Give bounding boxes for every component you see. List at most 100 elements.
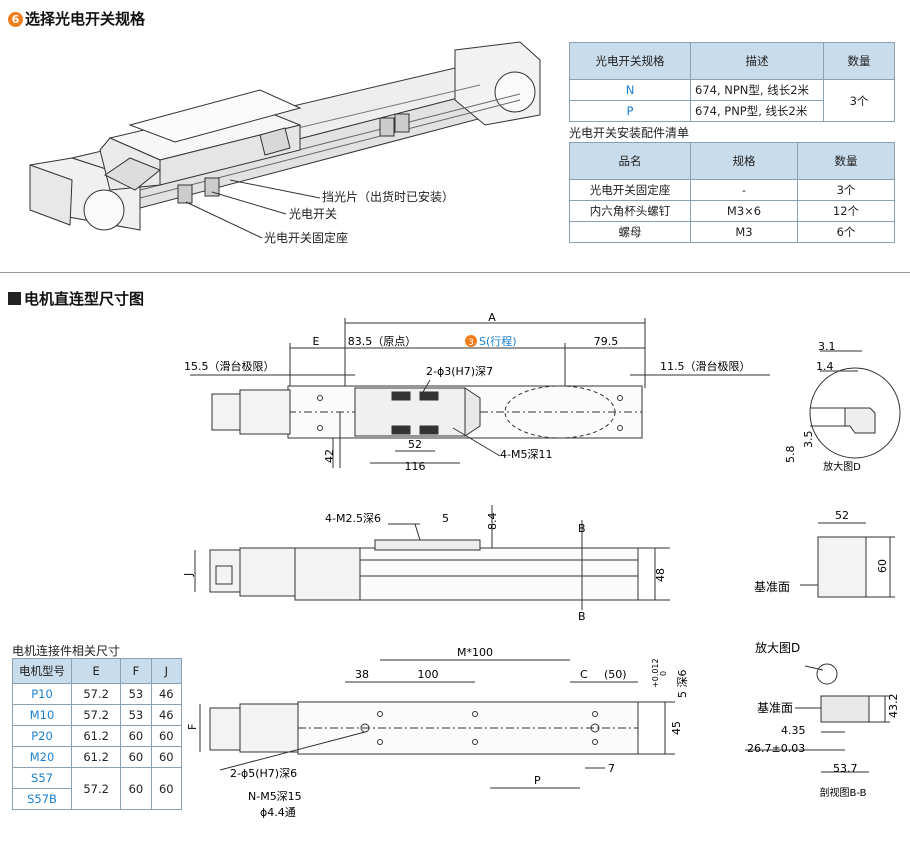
dim-P: P	[534, 774, 541, 787]
spec-p: P	[569, 100, 691, 122]
acc-name-0: 光电开关固定座	[569, 179, 691, 201]
th-spec: 光电开关规格	[569, 42, 691, 80]
dim-50: (50)	[604, 668, 627, 681]
bb-26-7: 26.7±0.03	[747, 742, 805, 755]
acc-name-2: 螺母	[569, 221, 691, 243]
callout-switch: 光电开关	[289, 207, 337, 221]
dim-A: A	[488, 311, 496, 324]
bb-ref: 基准面	[757, 701, 793, 715]
acc-qty-1: 12个	[797, 200, 895, 222]
section-bb-drawing: 放大图D 基准面 4.35 26.7±0.03 53.7 43.2 剖视图B-B	[745, 640, 900, 799]
th-E: E	[70, 658, 122, 684]
dim-M100: M*100	[457, 646, 493, 659]
section2-title: 电机直连型尺寸图	[8, 288, 144, 309]
f-2: 60	[120, 725, 152, 747]
th-name: 品名	[569, 142, 691, 180]
bb-4-35: 4.35	[781, 724, 806, 737]
side-B-top: B	[578, 522, 586, 535]
j-1: 46	[150, 704, 183, 726]
j-0: 46	[150, 683, 183, 705]
th-F: F	[120, 658, 152, 684]
f-0: 53	[120, 683, 152, 705]
th-desc: 描述	[690, 42, 824, 80]
f-1: 53	[120, 704, 152, 726]
square-bullet-icon	[8, 292, 21, 305]
dim-7: 7	[608, 762, 615, 775]
end-view-drawing: 52 60 基准面	[754, 509, 895, 598]
th-J: J	[150, 658, 183, 684]
e-3: 61.2	[70, 746, 122, 768]
j-3: 60	[150, 746, 183, 768]
acc-spec-1: M3×6	[690, 200, 798, 222]
th-qty2: 数量	[797, 142, 895, 180]
dim-116: 116	[405, 460, 426, 473]
acc-spec-0: -	[690, 179, 798, 201]
e-1: 57.2	[70, 704, 122, 726]
detail-d-label: 放大图D	[823, 460, 861, 473]
desc-n: 674, NPN型, 线长2米	[690, 79, 824, 101]
bb-label: 剖视图B-B	[820, 786, 867, 799]
dim-C: C	[580, 668, 588, 681]
motor-table: 电机型号 E F J P10 57.2 53 46 M10 57.2 53 46…	[12, 658, 183, 810]
dim-83-5: 83.5（原点）	[348, 335, 417, 348]
model-s57: S57	[12, 767, 72, 789]
th-model: 电机型号	[12, 658, 72, 684]
step-badge: 6	[8, 12, 23, 27]
end-60: 60	[876, 559, 889, 573]
acc-qty-0: 3个	[797, 179, 895, 201]
dim-11-5: 11.5（滑台极限）	[660, 359, 751, 373]
dim-100: 100	[418, 668, 439, 681]
d-5-8: 5.8	[784, 446, 797, 464]
model-s57b: S57B	[12, 788, 72, 810]
bb-53-7: 53.7	[833, 762, 858, 775]
dim-42: 42	[323, 449, 336, 463]
accessory-table: 品名 规格 数量 光电开关固定座 - 3个 内六角杯头螺钉 M3×6 12个 螺…	[569, 142, 895, 243]
section2-title-text: 电机直连型尺寸图	[24, 290, 145, 308]
dim-15-5: 15.5（滑台极限）	[184, 359, 275, 373]
bb-zoom: 放大图D	[755, 640, 800, 655]
bottom-view-drawing: M*100 38 100 C (50) +0.012 0 5 深6 F 45 2…	[186, 646, 689, 819]
e-s57: 57.2	[70, 767, 122, 810]
model-1: M10	[12, 704, 72, 726]
model-3: M20	[12, 746, 72, 768]
acc-name-1: 内六角杯头螺钉	[569, 200, 691, 222]
e-0: 57.2	[70, 683, 122, 705]
callout-shield: 挡光片（出货时已安装）	[322, 189, 454, 204]
dim-hole: 2-ϕ3(H7)深7	[426, 365, 493, 378]
qty-cell: 3个	[823, 79, 895, 122]
desc-p: 674, PNP型, 线长2米	[690, 100, 824, 122]
top-view-drawing: A E 83.5（原点） 3 S(行程) 79.5 15.5（滑台极限） 11.…	[184, 311, 770, 473]
accessory-caption: 光电开关安装配件清单	[569, 126, 690, 140]
section1-title-text: 选择光电开关规格	[25, 10, 146, 28]
dim-E: E	[313, 335, 320, 348]
side-view-drawing: 4-M2.5深6 5 8.4 B B J 48	[182, 505, 670, 623]
dim-38: 38	[355, 668, 369, 681]
side-48: 48	[654, 568, 667, 582]
dim-tol: +0.012	[651, 658, 660, 688]
motor-caption: 电机连接件相关尺寸	[12, 644, 121, 658]
dim-F: F	[186, 724, 199, 730]
d-3-5: 3.5	[802, 431, 815, 449]
model-0: P10	[12, 683, 72, 705]
side-5: 5	[442, 512, 449, 525]
th-spec2: 规格	[690, 142, 798, 180]
dim-stroke: S(行程)	[479, 335, 517, 348]
switch-spec-table: 光电开关规格 描述 数量 N 674, NPN型, 线长2米 3个 P 674,…	[569, 42, 895, 122]
d-1-4: 1.4	[816, 360, 834, 373]
dim-79-5: 79.5	[594, 335, 619, 348]
section-divider	[0, 272, 910, 273]
end-ref: 基准面	[754, 580, 790, 594]
stroke-badge: 3	[468, 338, 474, 348]
acc-spec-2: M3	[690, 221, 798, 243]
dim-52: 52	[408, 438, 422, 451]
end-52: 52	[835, 509, 849, 522]
dim-tol0: 0	[659, 671, 668, 676]
dim-m5: 4-M5深11	[500, 448, 552, 461]
stroke-badge-icon	[465, 335, 477, 347]
bb-43-2: 43.2	[887, 694, 900, 719]
j-s57: 60	[150, 767, 183, 810]
dim-hole5: 2-ϕ5(H7)深6	[230, 767, 297, 780]
j-2: 60	[150, 725, 183, 747]
callout-mount: 光电开关固定座	[264, 230, 348, 245]
